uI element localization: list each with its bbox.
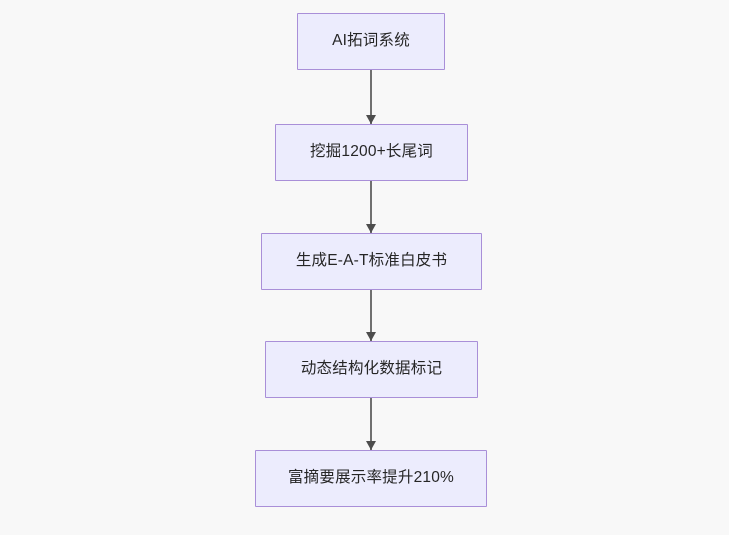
arrowhead-icon [366,332,376,341]
connector-line [370,398,372,450]
flow-node-generate-eat-whitepaper[interactable]: 生成E-A-T标准白皮书 [261,233,482,290]
connector-line [370,181,372,233]
arrowhead-icon [366,441,376,450]
connector-node3-node4 [362,290,380,341]
flow-node-ai-keyword-system[interactable]: AI拓词系统 [297,13,445,70]
flow-node-label: 生成E-A-T标准白皮书 [295,252,448,270]
flow-node-label: 挖掘1200+长尾词 [309,143,434,161]
connector-line [370,70,372,124]
flow-node-dynamic-structured-data-markup[interactable]: 动态结构化数据标记 [265,341,478,398]
flow-node-label: AI拓词系统 [332,32,410,50]
flow-node-label: 富摘要展示率提升210% [287,469,455,487]
connector-line [370,290,372,341]
flow-node-mine-longtail-keywords[interactable]: 挖掘1200+长尾词 [275,124,468,181]
connector-node2-node3 [362,181,380,233]
arrowhead-icon [366,115,376,124]
connector-node4-node5 [362,398,380,450]
arrowhead-icon [366,224,376,233]
connector-node1-node2 [362,70,380,124]
flow-node-label: 动态结构化数据标记 [300,360,443,378]
flow-node-rich-snippet-impression-lift[interactable]: 富摘要展示率提升210% [255,450,487,507]
